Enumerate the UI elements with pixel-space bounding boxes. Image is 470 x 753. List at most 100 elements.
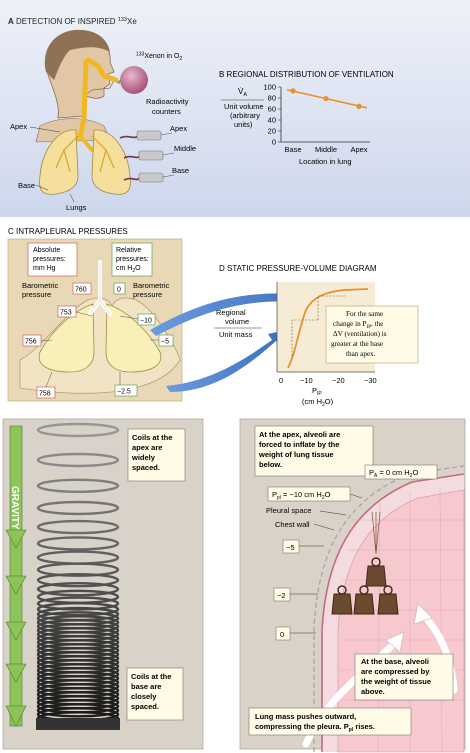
xenon-balloon	[120, 66, 148, 94]
chart-ytick-80: 80	[268, 94, 276, 103]
base-compression-arrowhead	[413, 603, 433, 625]
pressure-box-neg5	[282, 539, 300, 554]
pressure-box-neg2	[273, 587, 291, 602]
absolute-pressures-box	[27, 242, 78, 277]
value-box-neg2-5	[114, 384, 138, 397]
chest-wall-label: Chest wall	[275, 520, 310, 529]
chart-ytick-20: 20	[268, 127, 276, 136]
pv-xlabel-unit: (cm H2O)	[302, 397, 334, 408]
chart-xtick-apex: Apex	[350, 145, 367, 154]
middle-label: Middle	[174, 144, 196, 153]
baro-left-2: pressure	[22, 290, 51, 299]
baro-right-2: pressure	[133, 290, 162, 299]
base-left-leader	[35, 184, 49, 191]
pv-note-2: change in PIP, the	[333, 320, 383, 330]
lung-mass-arrowhead	[385, 631, 405, 653]
apex-note-3: weight of lung tissue	[258, 450, 334, 459]
spring-coil	[36, 536, 120, 551]
lung-mass-note-1: Lung mass pushes outward,	[255, 712, 356, 721]
panel-a-title: A DETECTION OF INSPIRED 133Xe	[8, 17, 137, 26]
chart-xtick-middle: Middle	[315, 145, 337, 154]
chest-wall-leader	[313, 523, 335, 531]
base-right-label: Base	[172, 166, 189, 175]
chart-ytick-40: 40	[268, 116, 276, 125]
spring-coil	[36, 703, 120, 718]
pv-xtick-1: −10	[300, 376, 313, 385]
counters-label-1: Radioactivity	[146, 97, 189, 106]
chart-xlabel: Location in lung	[299, 157, 352, 166]
pressure-neg2: −2	[277, 591, 286, 600]
weights-illustration	[331, 511, 399, 615]
base-left-label: Base	[18, 181, 35, 190]
base-note-3: the weight of tissue	[361, 677, 431, 686]
chart-point-base	[290, 88, 296, 94]
value-neg2-5: −2.5	[117, 389, 131, 396]
apex-note-box	[254, 425, 374, 477]
counters-label-2: counters	[152, 107, 181, 116]
chart-ytick-0: 0	[272, 138, 276, 147]
absolute-label-1: Absolute	[33, 247, 60, 254]
spring-coil	[36, 572, 120, 588]
value-0: 0	[117, 287, 121, 294]
pv-ylabel-2: volume	[225, 317, 249, 326]
spring-top-note-3: widely	[131, 453, 156, 462]
apex-note-2: forced to inflate by the	[259, 440, 339, 449]
spring-coil	[36, 562, 120, 577]
panel-d-title: D STATIC PRESSURE-VOLUME DIAGRAM	[219, 264, 377, 273]
panel-b-title: B REGIONAL DISTRIBUTION OF VENTILATION	[219, 70, 394, 79]
relative-label-1: Relative	[116, 247, 141, 254]
arrow-apex-to-curve	[150, 288, 314, 336]
leader-756	[40, 339, 53, 342]
leader-753	[75, 311, 93, 317]
relative-label-3: cm H2O	[116, 265, 141, 274]
gravity-arrow	[5, 425, 27, 727]
spring-coils	[36, 422, 120, 730]
leader-neg10	[119, 315, 139, 320]
chart-ylabel-2: Unit volume	[224, 102, 264, 111]
value-box-0	[113, 282, 126, 295]
base-note-4: above.	[361, 687, 385, 696]
pv-xtick-0: 0	[279, 376, 283, 385]
pv-ylabel-3: Unit mass	[219, 330, 253, 339]
value-box-neg5	[158, 334, 174, 347]
pv-curve	[287, 288, 369, 369]
value-box-760	[72, 282, 92, 295]
ppl-label: Ppl = −10 cm H2O	[272, 490, 331, 501]
spring-base	[36, 718, 120, 730]
spring-coil	[36, 422, 120, 438]
ventilation-chart: V̇A Unit volume (arbitrary units) 020406…	[221, 83, 370, 166]
chart-ytick-100: 100	[263, 83, 276, 92]
radioactivity-counters	[119, 130, 175, 183]
arrow-base-to-curve	[166, 330, 286, 392]
spring-top-note-1: Coils at the	[132, 433, 172, 442]
spring-bottom-note-3: closely	[131, 692, 157, 701]
lung-mass-note-box	[248, 707, 412, 736]
spring-coil	[36, 452, 120, 468]
chart-point-middle	[323, 95, 329, 102]
balloon-tube	[117, 80, 122, 83]
value-neg5: −5	[161, 339, 169, 346]
pleural-space-leader	[319, 510, 347, 516]
base-note-2: are compressed by	[361, 667, 430, 676]
spring-top-note-box	[127, 428, 186, 482]
spring-coil	[36, 519, 120, 535]
spring-top-note-2: apex are	[132, 443, 162, 452]
value-neg10: −10	[140, 318, 152, 325]
xenon-label: 133Xenon in O2	[136, 52, 182, 63]
spring-bottom-note-box	[126, 667, 184, 721]
absolute-label-3: mm Hg	[33, 265, 56, 272]
spring-coil	[36, 596, 120, 611]
spring-bottom-note-2: base are	[131, 682, 161, 691]
value-box-neg10	[137, 313, 156, 326]
chart-ytick-60: 60	[268, 105, 276, 114]
leader-758	[45, 371, 53, 388]
pressure-0: 0	[280, 630, 284, 639]
lung-mass-note-2: compressing the pleura. Ppl rises.	[255, 722, 375, 733]
baro-left-1: Barometric	[22, 281, 59, 290]
lungs-leader	[69, 193, 75, 203]
spring-bottom-note-4: spaced.	[131, 702, 159, 711]
pv-xlabel: PIP	[312, 386, 322, 397]
pressure-box-0	[275, 626, 291, 641]
value-758: 758	[39, 391, 51, 398]
value-753: 753	[60, 310, 72, 317]
